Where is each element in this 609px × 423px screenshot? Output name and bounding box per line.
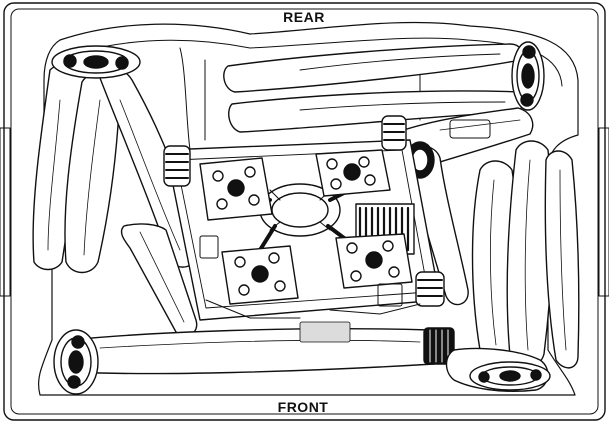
rear-label: REAR [283,9,325,25]
right-arm-assembly [399,42,579,368]
motor-stack-left [164,146,190,186]
mount-plate-rear-left [200,158,272,220]
mount-plate-rear-right [316,150,390,196]
motor-stack-right [416,272,444,306]
motor-stack-top [382,116,406,150]
left-arm-assembly [33,46,197,336]
drone-body [164,116,444,320]
case-outline [0,3,609,420]
mount-plate-front-left [222,246,298,304]
front-label: FRONT [277,399,329,415]
front-left-arm [54,322,454,394]
mount-plate-front-right [336,234,412,288]
front-right-motor [447,348,551,391]
